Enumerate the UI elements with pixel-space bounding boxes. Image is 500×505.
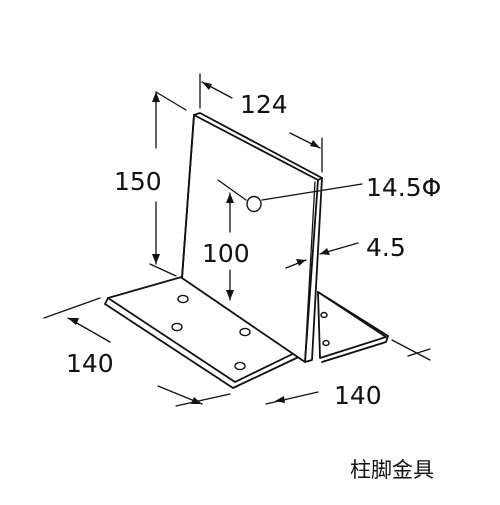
bolt-hole <box>177 294 189 304</box>
dim-label-thickness: 4.5 <box>366 233 406 262</box>
dim-label-100: 100 <box>202 239 250 268</box>
dim-label-124: 124 <box>240 90 288 119</box>
dimension-thickness: 4.5 <box>285 233 406 269</box>
dimension-140-left: 140 <box>43 297 231 407</box>
bolt-hole <box>239 327 251 337</box>
dim-label-150: 150 <box>114 167 162 196</box>
vertical-plate <box>181 112 323 363</box>
bolt-hole <box>234 361 246 371</box>
dimension-150: 150 <box>114 91 187 277</box>
dim-label-140-right: 140 <box>334 381 382 410</box>
leader-hole-diameter: 14.5Φ <box>261 173 441 202</box>
plate-bolt-hole <box>246 195 262 213</box>
bolt-hole <box>171 322 183 332</box>
base-plate-left <box>104 275 306 389</box>
caption: 柱脚金具 <box>350 458 434 482</box>
dimension-140-right: 140 <box>265 339 431 410</box>
base-plate-right <box>317 291 389 363</box>
dimension-124: 124 <box>199 73 323 173</box>
dimension-100: 100 <box>202 179 250 301</box>
dim-label-hole-diameter: 14.5Φ <box>366 173 441 202</box>
dim-label-140-left: 140 <box>66 349 114 378</box>
